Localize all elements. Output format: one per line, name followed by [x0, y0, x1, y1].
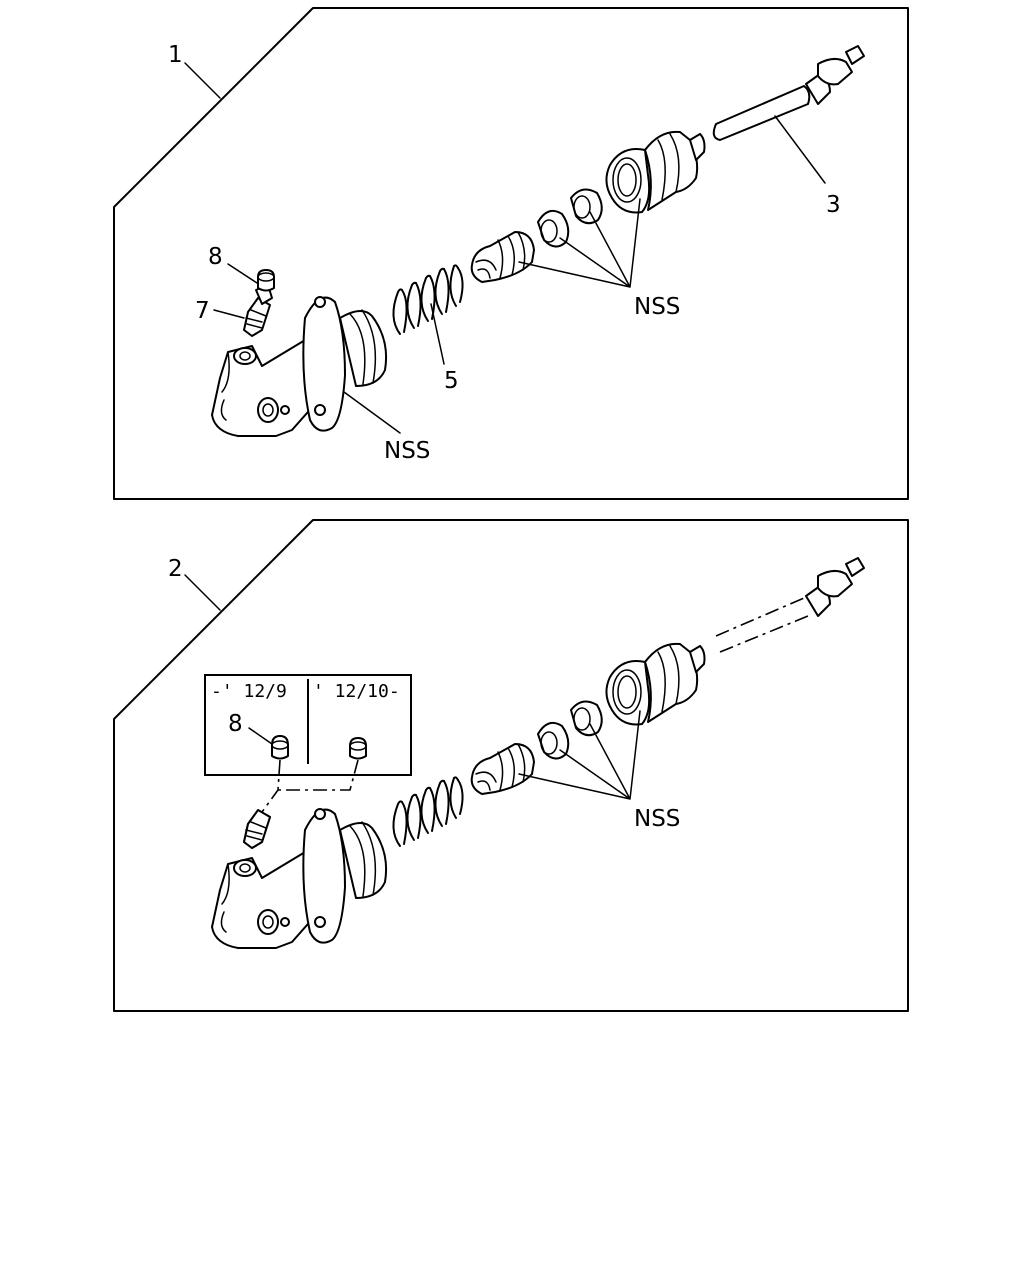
alt-line-old [261, 759, 281, 813]
label-8-inset: 8 [228, 711, 243, 737]
push-rod-2 [715, 557, 865, 653]
leader-3 [774, 115, 826, 184]
leader-nss-seals-2 [518, 710, 641, 800]
leader-5 [430, 303, 445, 365]
callout-2: 2 [168, 556, 183, 582]
panel-2: -' 12/9 ' 12/10- 2 8 NSS [113, 519, 909, 1012]
leader-8-inset [248, 727, 273, 745]
leader-1 [184, 62, 221, 99]
bleeder-screw-2 [243, 809, 271, 849]
label-7: 7 [195, 298, 210, 324]
leader-nss-seals [518, 198, 641, 288]
label-8: 8 [208, 244, 223, 270]
alt-line-new [278, 759, 359, 791]
label-nss-body: NSS [384, 438, 430, 464]
range-after: ' 12/10- [313, 681, 400, 702]
leader-7 [213, 309, 245, 319]
panel-2-frame [113, 519, 909, 1012]
panel-1: 1 3 5 7 8 NSS NSS [113, 7, 909, 500]
range-before: -' 12/9 [211, 681, 287, 702]
callout-1: 1 [168, 42, 183, 68]
label-nss-seals-2: NSS [634, 806, 680, 832]
leader-8 [227, 263, 258, 284]
label-nss-seals: NSS [634, 294, 680, 320]
push-rod [712, 45, 865, 141]
inset-box: -' 12/9 ' 12/10- [204, 674, 412, 776]
leader-nss-body [343, 391, 401, 434]
panel-1-frame [113, 7, 909, 500]
label-5: 5 [444, 368, 459, 394]
leader-2 [184, 574, 221, 611]
label-3: 3 [826, 192, 841, 218]
